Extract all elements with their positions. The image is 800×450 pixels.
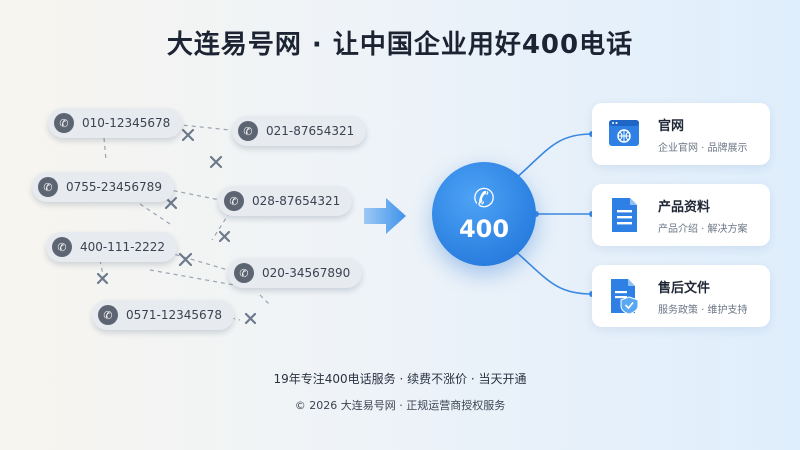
hub-400: ✆ 400: [432, 162, 536, 266]
phone-icon: ✆: [98, 305, 118, 325]
browser-globe-icon: [609, 120, 639, 146]
card-subtitle: 产品介绍 · 解决方案: [658, 223, 748, 235]
phone-number-pill: ✆ 020-34567890: [228, 258, 363, 288]
phone-icon: ✆: [238, 121, 258, 141]
phone-number-pill: ✆ 400-111-2222: [46, 232, 178, 262]
card-title: 官网: [658, 118, 685, 134]
document-icon: [612, 198, 637, 232]
arrow-right-icon: [364, 198, 406, 234]
page-title: 大连易号网 · 让中国企业用好400电话: [166, 30, 634, 60]
phone-number: 010-12345678: [82, 116, 171, 130]
phone-number-pill: ✆ 0755-23456789: [32, 172, 174, 202]
phone-number: 028-87654321: [252, 194, 341, 208]
card-subtitle: 服务政策 · 维护支持: [658, 304, 748, 316]
copyright: © 2026 大连易号网 · 正规运营商授权服务: [294, 399, 506, 412]
phone-icon: ✆: [38, 177, 58, 197]
broken-lines: [96, 121, 271, 325]
phone-icon: ✆: [52, 237, 72, 257]
phone-icon: ✆: [473, 184, 495, 214]
phone-number-pill: ✆ 0571-12345678: [92, 300, 234, 330]
card-product-docs[interactable]: 产品资料 产品介绍 · 解决方案: [592, 184, 770, 246]
card-title: 产品资料: [658, 199, 711, 215]
card-website[interactable]: 官网 企业官网 · 品牌展示: [592, 103, 770, 165]
phone-number-pill: ✆ 028-87654321: [218, 186, 353, 216]
phone-number-pill: ✆ 021-87654321: [232, 116, 367, 146]
phone-number-pill: ✆ 010-12345678: [48, 108, 183, 138]
scattered-numbers: ✆ 010-12345678 ✆ 021-87654321 ✆ 0755-234…: [0, 90, 367, 350]
phone-icon: ✆: [234, 263, 254, 283]
phone-icon: ✆: [224, 191, 244, 211]
hub-label: 400: [458, 215, 510, 243]
phone-number: 020-34567890: [262, 266, 351, 280]
card-subtitle: 企业官网 · 品牌展示: [658, 142, 748, 154]
shield-document-icon: [611, 279, 639, 315]
phone-number: 021-87654321: [266, 124, 355, 138]
phone-number: 400-111-2222: [80, 240, 166, 254]
card-after-sales[interactable]: 售后文件 服务政策 · 维护支持: [592, 265, 770, 327]
slogan: 19年专注400电话服务 · 续费不涨价 · 当天开通: [273, 372, 527, 386]
card-title: 售后文件: [658, 280, 711, 296]
phone-number: 0571-12345678: [126, 308, 222, 322]
phone-number: 0755-23456789: [66, 180, 162, 194]
phone-icon: ✆: [54, 113, 74, 133]
